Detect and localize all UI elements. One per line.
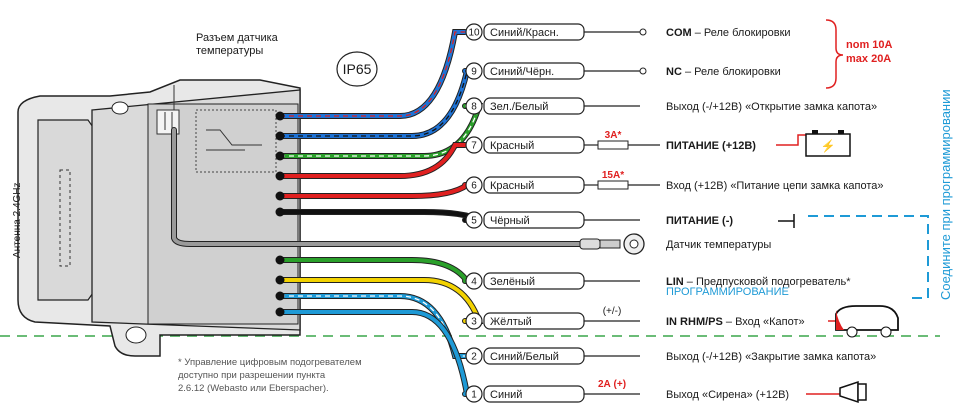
wire-number-badge [465, 272, 483, 290]
ground-symbol [778, 214, 795, 228]
wire-number: 8 [471, 102, 477, 113]
terminal-pin [275, 131, 285, 141]
wire-number: 10 [468, 28, 480, 39]
terminal-pin [275, 111, 285, 121]
wire-color-name: Жёлтый [490, 316, 532, 328]
wire-8: 8 Зел./Белый Выход (-/+12В) «Открытие замк… [275, 97, 877, 161]
terminal-pin [275, 255, 285, 265]
wire-5: 5 Чёрный ПИТАНИЕ (-) [275, 207, 733, 229]
wire-number: 7 [471, 141, 477, 152]
footnote-line2: доступно при разрешении пункта [178, 370, 326, 381]
wire-color-name: Синий [490, 389, 522, 401]
polarity-label: (+/-) [603, 306, 622, 317]
antenna-label: Антенна 2.4GHz [12, 182, 23, 258]
wire-number-badge [465, 312, 483, 330]
fuse-rating: 3А* [605, 130, 622, 141]
terminal-pin [275, 307, 285, 317]
terminal-pin [275, 171, 285, 181]
wire-color-name: Синий/Белый [490, 351, 559, 363]
relay-rating-nom: nom 10A [846, 39, 893, 51]
terminal-pin [275, 151, 285, 161]
terminal-pin [275, 291, 285, 301]
wire-number-badge [465, 211, 483, 229]
wire-color-name: Красный [490, 140, 534, 152]
terminal-pin [275, 207, 285, 217]
terminal-pin [275, 275, 285, 285]
wire-number: 4 [471, 277, 477, 288]
wire-number: 2 [471, 352, 477, 363]
wire-1: 1 Синий 2А (+) Выход «Сирена» (+12В) [275, 307, 840, 403]
wire-number-badge [465, 347, 483, 365]
terminal-pin [275, 191, 285, 201]
wire-number: 1 [471, 390, 477, 401]
wire-number: 3 [471, 317, 477, 328]
battery-icon: ⚡ [805, 130, 851, 157]
wire-description: Выход (-/+12В) «Открытие замка капота» [666, 101, 877, 113]
wire-description-secondary: ПРОГРАММИРОВАНИЕ [666, 286, 789, 298]
wire-description: Вход (+12В) «Питание цепи замка капота» [666, 180, 883, 192]
wire-description: Выход (-/+12В) «Закрытие замка капота» [666, 351, 876, 363]
wire-description: IN RHM/PS – Вход «Капот» [666, 316, 805, 328]
programming-note: Соедините при программировании [938, 89, 953, 300]
wire-number: 5 [471, 216, 477, 227]
wire-number-badge [465, 62, 483, 80]
wire-sensor: Датчик температуры [171, 127, 771, 255]
wire-number-badge [465, 385, 483, 403]
wire-description: NC – Реле блокировки [666, 66, 781, 78]
wire-description: COM – Реле блокировки [666, 27, 791, 39]
car-icon [835, 305, 899, 338]
relay-rating-max: max 20A [846, 53, 891, 65]
wire-6: 6 Красный 15А* Вход (+12В) «Питание цепи за… [275, 170, 883, 201]
footnote-line1: * Управление цифровым подогревателем [178, 357, 362, 368]
sensor-label-line1: Разъем датчика [196, 32, 279, 44]
wire-color-name: Чёрный [490, 215, 530, 227]
module-body [17, 79, 301, 357]
wire-10: 10 Синий/Красн. COM – Реле блокировки [275, 23, 791, 121]
wire-number: 9 [471, 67, 477, 78]
wire-number: 6 [471, 181, 477, 192]
wire-description: ПИТАНИЕ (+12В) [666, 140, 756, 152]
svg-text:⚡: ⚡ [821, 139, 836, 153]
wire-description: ПИТАНИЕ (-) [666, 215, 733, 227]
footnote: * Управление цифровым подогревателем дос… [178, 357, 362, 394]
wire-color-name: Синий/Чёрн. [490, 66, 554, 78]
siren-icon [839, 380, 867, 404]
current-rating: 2А (+) [598, 379, 626, 390]
wire-color-name: Зелёный [490, 276, 535, 288]
wire-color-name: Синий/Красн. [490, 27, 559, 39]
wire-4: 4 Зелёный LIN – Предпусковой подогреватель… [275, 255, 851, 298]
ip-rating-badge: IP65 [336, 51, 378, 87]
ip-rating-text: IP65 [343, 61, 372, 77]
wire-description: Датчик температуры [666, 239, 771, 251]
fuse-rating: 15А* [602, 170, 624, 181]
relay-ratings: nom 10A max 20A [825, 19, 893, 89]
sensor-label-line2: температуры [196, 45, 263, 57]
wire-9: 9 Синий/Чёрн. NC – Реле блокировки [275, 62, 781, 141]
wire-3: 3 Жёлтый (+/-) IN RHM/PS – Вход «Капот» [275, 275, 836, 330]
wire-description: LIN – Предпусковой подогреватель* [666, 276, 851, 288]
wire-number-badge [465, 176, 483, 194]
wire-7: 7 Красный 3А* ПИТАНИЕ (+12В) [275, 130, 806, 181]
wire-number-badge [465, 23, 483, 41]
wire-color-name: Зел./Белый [490, 101, 548, 113]
wire-number-badge [465, 136, 483, 154]
wire-number-badge [465, 97, 483, 115]
wire-color-name: Красный [490, 180, 534, 192]
footnote-line3: 2.6.12 (Webasto или Eberspacher). [178, 383, 329, 394]
antenna-shape [59, 169, 71, 267]
programming-bracket: Соедините при программировании [808, 89, 953, 300]
wire-2: 2 Синий/Белый Выход (-/+12В) «Закрытие зам… [275, 291, 876, 365]
relay-box [195, 109, 277, 173]
wire-description: Выход «Сирена» (+12В) [666, 389, 789, 401]
